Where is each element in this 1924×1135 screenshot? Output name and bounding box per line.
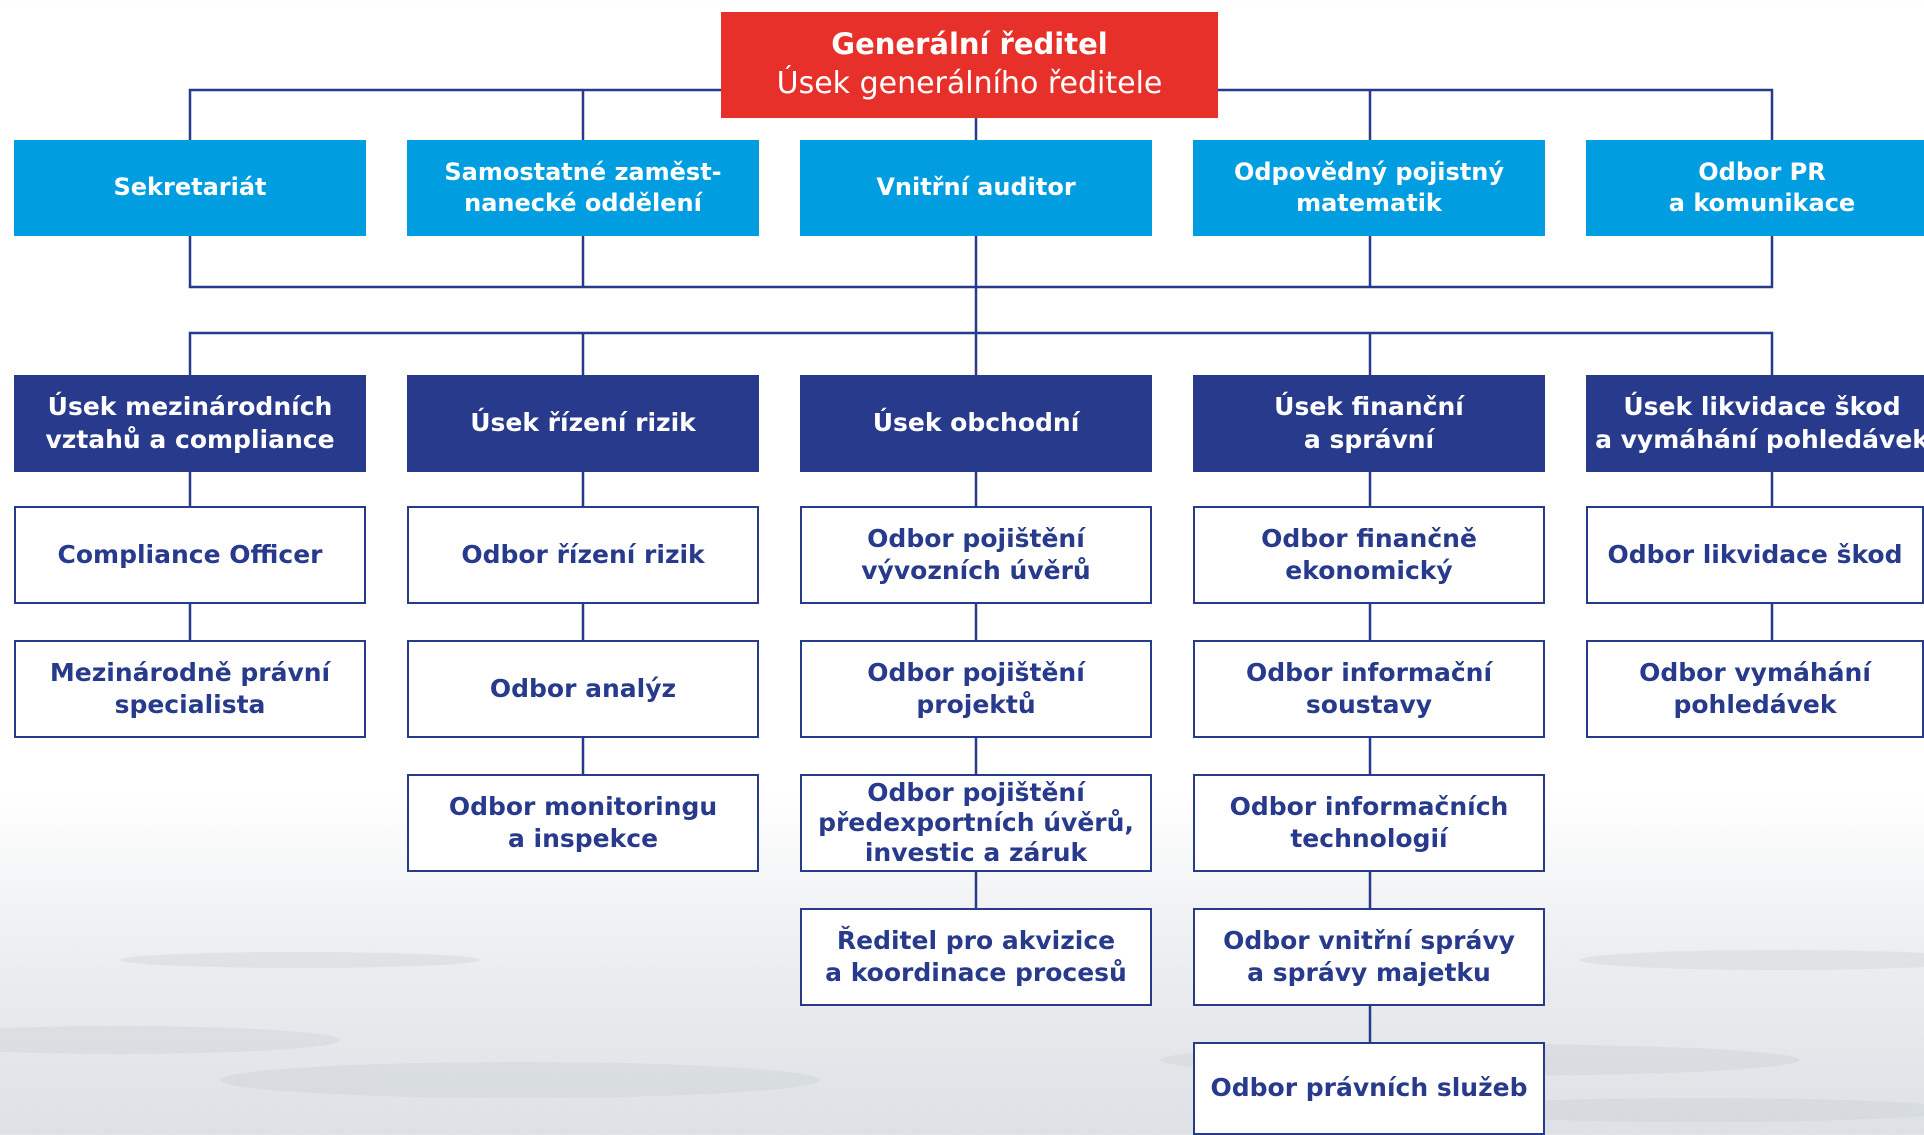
staff-unit-internal-auditor: Vnitřní auditor bbox=[800, 140, 1152, 236]
ceo-subtitle: Úsek generálního ředitele bbox=[776, 66, 1163, 102]
dept-analyses: Odbor analýz bbox=[407, 640, 759, 738]
dept-internal-administration: Odbor vnitřní správy a správy majetku bbox=[1193, 908, 1545, 1006]
staff-unit-pr: Odbor PR a komunikace bbox=[1586, 140, 1924, 236]
staff-unit-independent-department: Samostatné zaměst- nanecké oddělení bbox=[407, 140, 759, 236]
dept-finance-economic: Odbor finančně ekonomický bbox=[1193, 506, 1545, 604]
division-claims-recovery: Úsek likvidace škod a vymáhání pohledáve… bbox=[1586, 375, 1924, 472]
connector-division-bus bbox=[188, 331, 1774, 375]
dept-debt-recovery: Odbor vymáhání pohledávek bbox=[1586, 640, 1924, 738]
staff-unit-secretariat: Sekretariát bbox=[14, 140, 366, 236]
dept-risk-management: Odbor řízení rizik bbox=[407, 506, 759, 604]
dept-legal-services: Odbor právních služeb bbox=[1193, 1042, 1545, 1135]
dept-compliance-officer: Compliance Officer bbox=[14, 506, 366, 604]
ceo-box: Generální ředitel Úsek generálního ředit… bbox=[721, 12, 1218, 118]
dept-international-legal-specialist: Mezinárodně právní specialista bbox=[14, 640, 366, 738]
dept-monitoring-inspection: Odbor monitoringu a inspekce bbox=[407, 774, 759, 872]
dept-claims-settlement: Odbor likvidace škod bbox=[1586, 506, 1924, 604]
dept-preexport-insurance: Odbor pojištění předexportních úvěrů, in… bbox=[800, 774, 1152, 872]
division-risk-management: Úsek řízení rizik bbox=[407, 375, 759, 472]
dept-acquisitions-director: Ředitel pro akvizice a koordinace proces… bbox=[800, 908, 1152, 1006]
division-international-compliance: Úsek mezinárodních vztahů a compliance bbox=[14, 375, 366, 472]
connector-staff-bus bbox=[188, 236, 1774, 289]
division-finance-administration: Úsek finanční a správní bbox=[1193, 375, 1545, 472]
division-commercial: Úsek obchodní bbox=[800, 375, 1152, 472]
dept-project-insurance: Odbor pojištění projektů bbox=[800, 640, 1152, 738]
dept-export-credit-insurance: Odbor pojištění vývozních úvěrů bbox=[800, 506, 1152, 604]
ceo-title: Generální ředitel bbox=[831, 27, 1108, 62]
staff-unit-actuary: Odpovědný pojistný matematik bbox=[1193, 140, 1545, 236]
dept-information-technology: Odbor informačních technologií bbox=[1193, 774, 1545, 872]
dept-information-system: Odbor informační soustavy bbox=[1193, 640, 1545, 738]
